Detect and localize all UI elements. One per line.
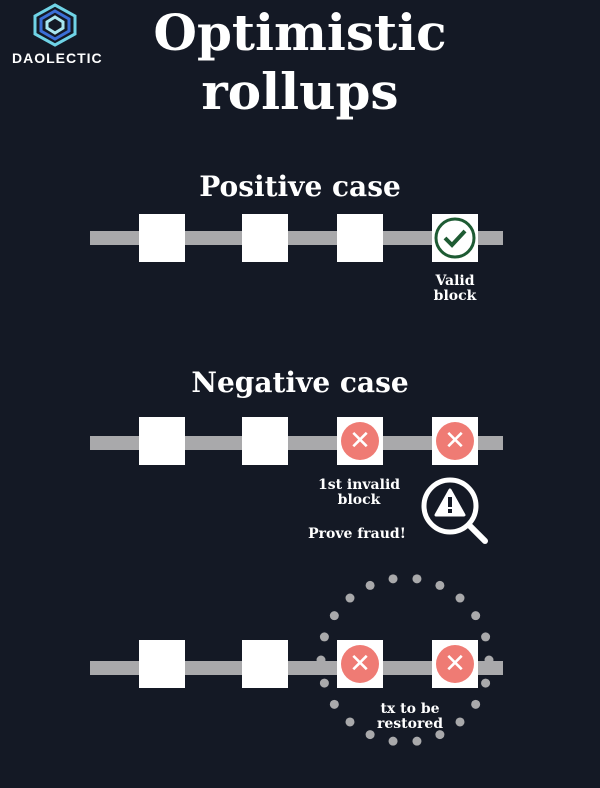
dot [365, 730, 375, 740]
block [337, 214, 383, 262]
x-icon: ✕ [436, 422, 474, 460]
block [242, 640, 288, 688]
dot [319, 678, 329, 688]
valid-label-2: block [433, 288, 477, 304]
positive-heading: Positive case [199, 170, 401, 203]
restore-label-1: tx to be [380, 701, 440, 717]
title-line-1: Optimistic [153, 3, 447, 62]
x-icon: ✕ [341, 422, 379, 460]
block [139, 640, 185, 688]
dot [388, 574, 398, 584]
dot [435, 580, 445, 590]
fraud-search-warning-icon [418, 474, 490, 550]
dot [412, 736, 422, 746]
chain-bar [90, 436, 503, 450]
dot [455, 593, 465, 603]
dot [455, 717, 465, 727]
dot [435, 730, 445, 740]
daolectic-logo [30, 2, 80, 52]
restore-dotted-circle [316, 574, 494, 746]
block [139, 214, 185, 262]
invalid-block: ✕ [337, 417, 383, 465]
invalid-label-1: 1st invalid [317, 477, 401, 493]
chain-bar [90, 231, 503, 245]
block [139, 417, 185, 465]
invalid-label-2: block [337, 492, 381, 508]
dot [345, 593, 355, 603]
dot [329, 611, 339, 621]
dot [471, 611, 481, 621]
dot [471, 699, 481, 709]
dot [329, 699, 339, 709]
dot [388, 736, 398, 746]
negative-heading: Negative case [191, 366, 409, 399]
restore-label-2: restored [376, 716, 444, 732]
brand-name: DAOLECTIC [12, 50, 103, 66]
block [242, 214, 288, 262]
dot [319, 632, 329, 642]
invalid-block: ✕ [432, 417, 478, 465]
title-line-2: rollups [201, 62, 399, 121]
check-icon [434, 217, 476, 259]
prove-fraud-label: Prove fraud! [308, 526, 406, 542]
invalid-block: ✕ [337, 640, 383, 688]
dot [481, 632, 491, 642]
dot [345, 717, 355, 727]
valid-label-1: Valid [435, 273, 475, 289]
dot [481, 678, 491, 688]
dot [365, 580, 375, 590]
valid-block [432, 214, 478, 262]
invalid-block: ✕ [432, 640, 478, 688]
dot [412, 574, 422, 584]
chain-bar [90, 661, 503, 675]
x-icon: ✕ [341, 645, 379, 683]
x-icon: ✕ [436, 645, 474, 683]
block [242, 417, 288, 465]
